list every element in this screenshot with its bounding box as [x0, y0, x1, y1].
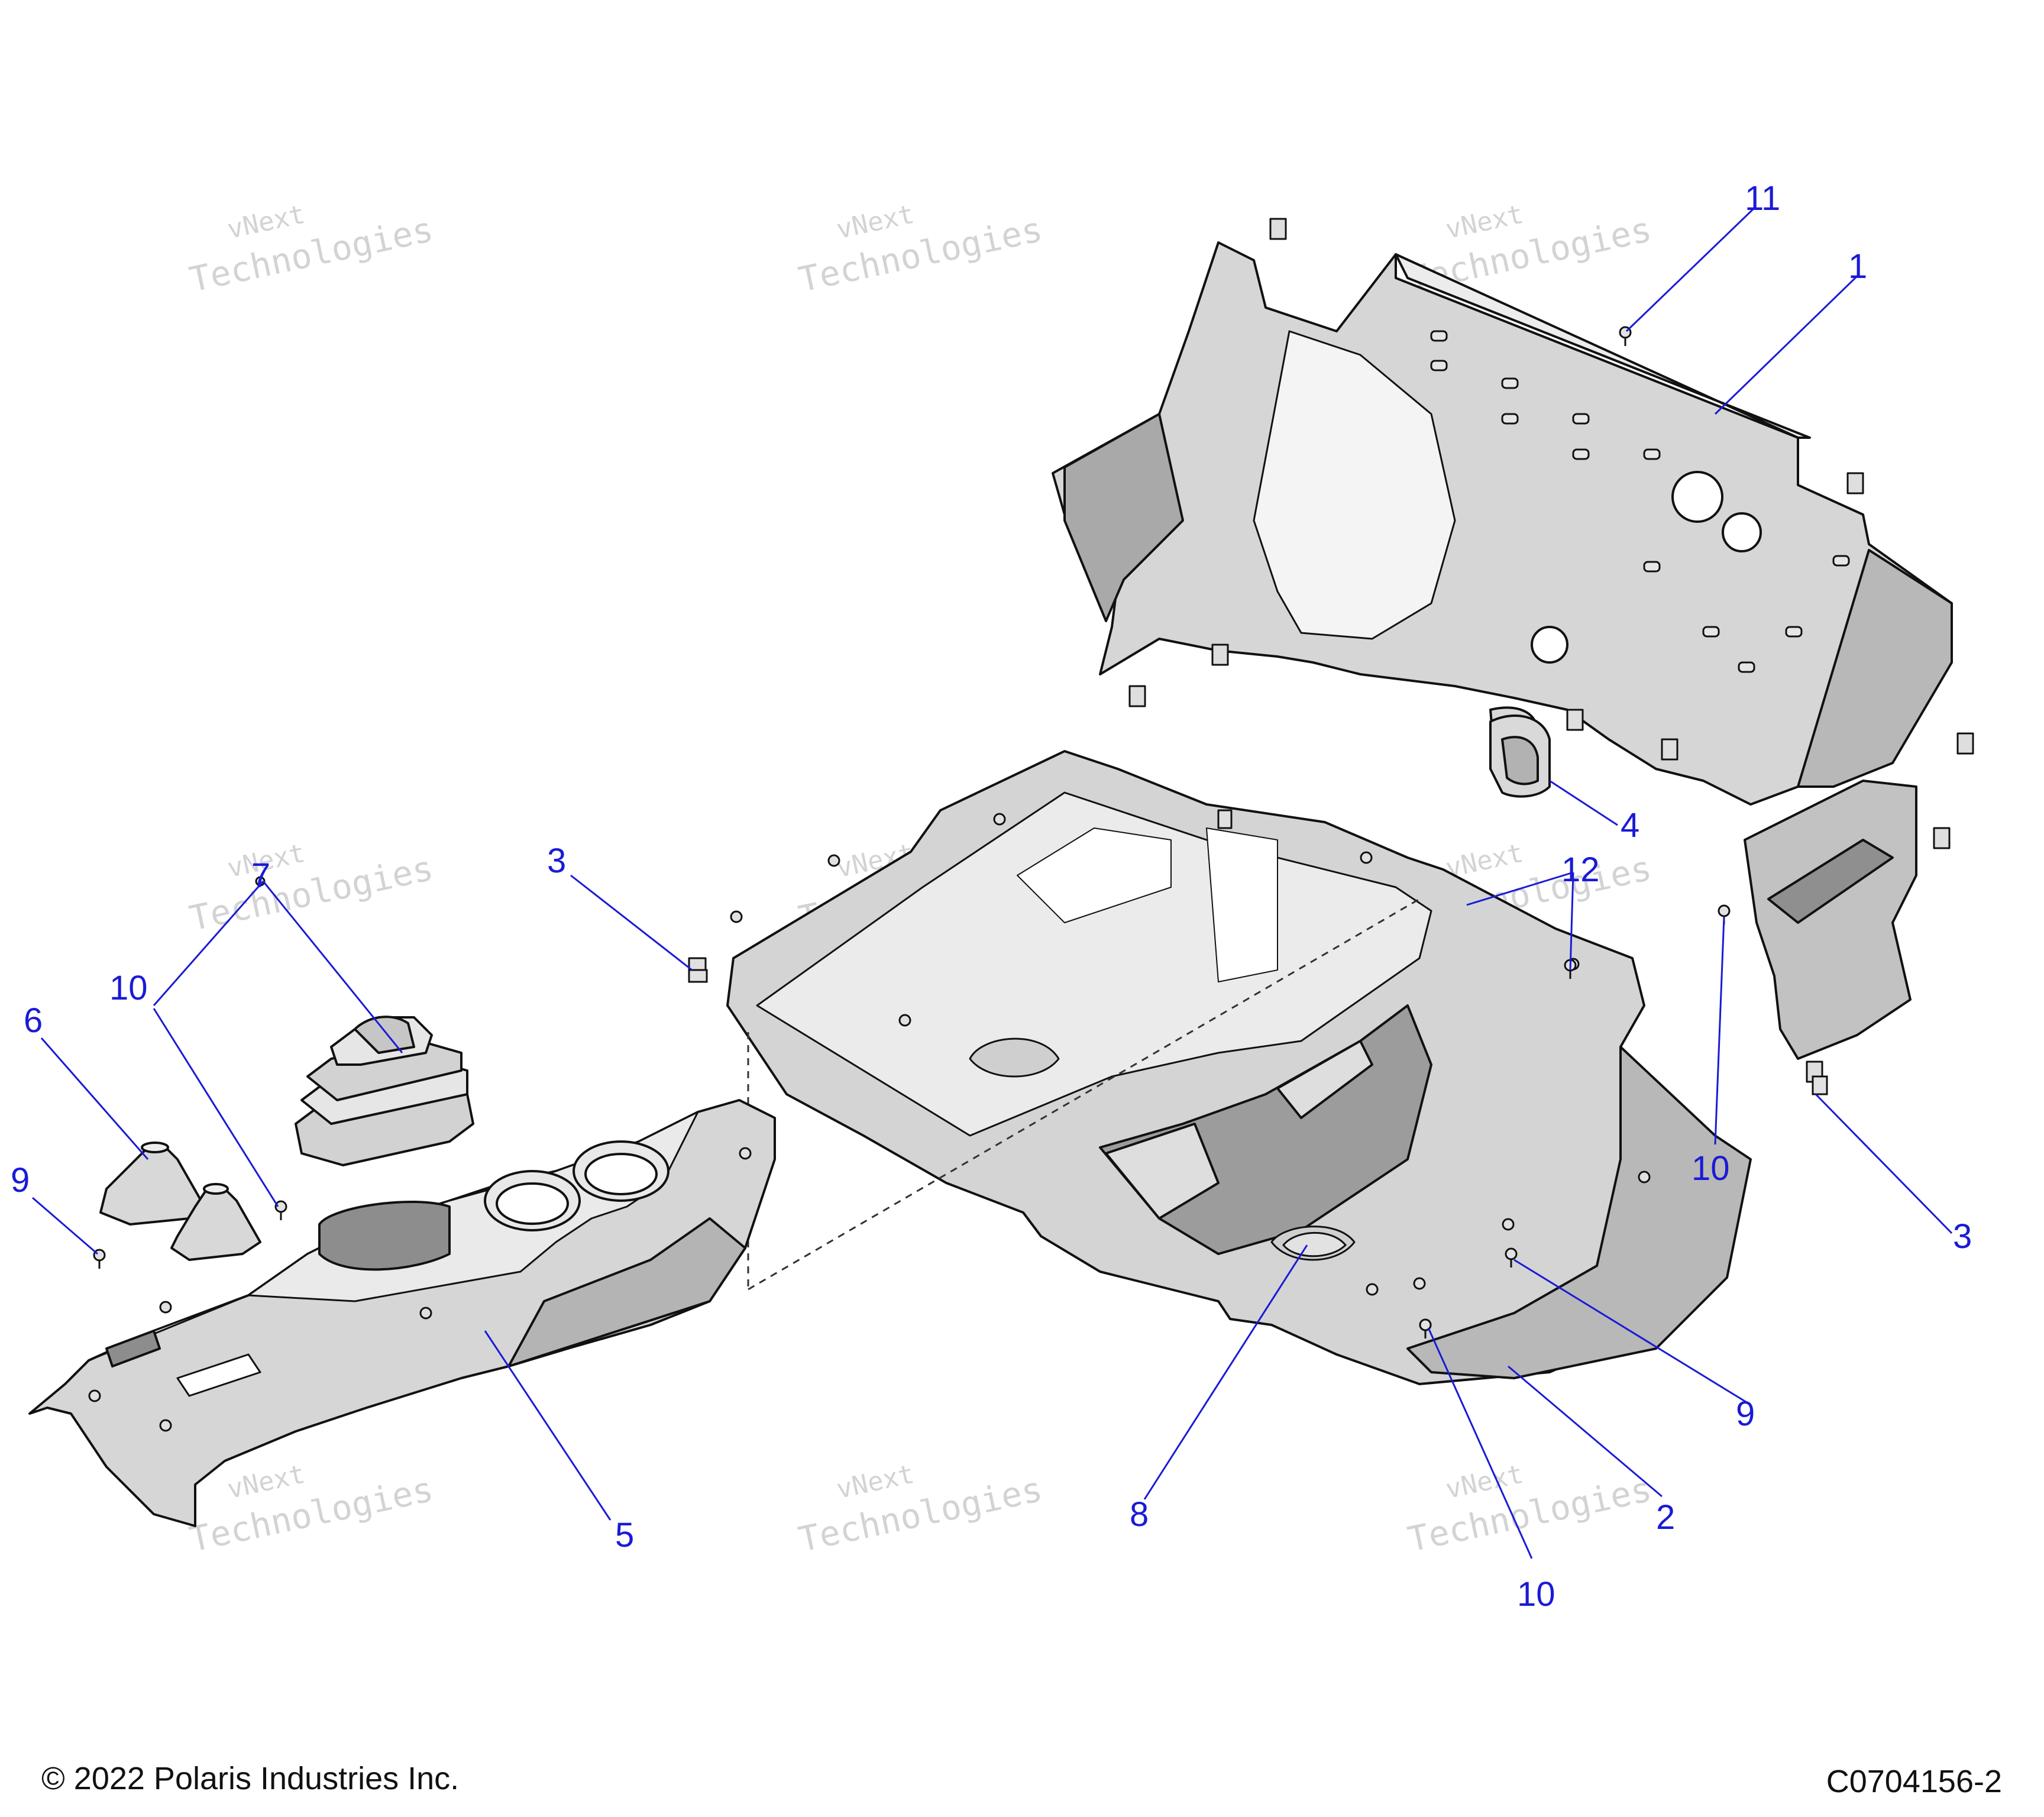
callout-3-left: 3 [547, 842, 566, 880]
callout-9-left: 9 [11, 1161, 30, 1200]
callout-10-bottom: 10 [1517, 1575, 1555, 1614]
part-3-clip-right [1812, 1075, 1828, 1095]
callout-5: 5 [615, 1516, 634, 1554]
part-3-clip-left [688, 969, 708, 983]
part-1-rear-panel [1052, 218, 1974, 1083]
watermark: vNext Technologies [186, 199, 436, 300]
callout-8: 8 [1130, 1495, 1149, 1534]
part-7-shifter-bellows [295, 1016, 474, 1166]
callout-1: 1 [1848, 247, 1867, 286]
drawing-number: C0704156-2 [1826, 1764, 2002, 1799]
callout-12: 12 [1561, 851, 1600, 889]
small-hardware [93, 326, 1828, 1338]
callout-4: 4 [1621, 806, 1639, 845]
copyright-notice: © 2022 Polaris Industries Inc. [41, 1761, 459, 1796]
callout-11: 11 [1745, 179, 1780, 218]
svg-text:Technologies: Technologies [186, 1469, 436, 1560]
watermark: vNext Technologies [795, 1459, 1046, 1560]
callout-7: 7 [251, 856, 270, 895]
part-10-screw-left [274, 1200, 287, 1220]
callout-10-right: 10 [1692, 1149, 1730, 1188]
svg-text:Technologies: Technologies [1404, 1469, 1655, 1560]
part-9-screw-right [1505, 1247, 1518, 1268]
svg-text:Technologies: Technologies [186, 209, 436, 300]
part-6-shift-boot [99, 1142, 261, 1261]
watermark: vNext Technologies [1404, 1459, 1655, 1560]
part-2-floor-tub [688, 750, 1752, 1385]
part-5-center-console [28, 1099, 776, 1527]
leader-lines [32, 206, 1953, 1559]
callout-3-right: 3 [1953, 1217, 1972, 1256]
watermark: vNext Technologies [186, 838, 436, 939]
callout-2: 2 [1656, 1498, 1675, 1537]
part-10-screw-bottom [1419, 1318, 1432, 1338]
callout-10-left: 10 [109, 969, 148, 1007]
svg-text:Technologies: Technologies [795, 209, 1046, 300]
part-4-bracket [1489, 714, 1551, 798]
callout-9-right: 9 [1736, 1395, 1755, 1433]
part-8-pad [1282, 1231, 1347, 1257]
watermark: vNext Technologies [795, 199, 1046, 300]
callouts: 11 1 4 12 3 3 10 10 10 7 6 9 9 5 8 2 [11, 179, 1972, 1614]
svg-text:Technologies: Technologies [795, 1469, 1046, 1560]
callout-6: 6 [24, 1001, 43, 1040]
